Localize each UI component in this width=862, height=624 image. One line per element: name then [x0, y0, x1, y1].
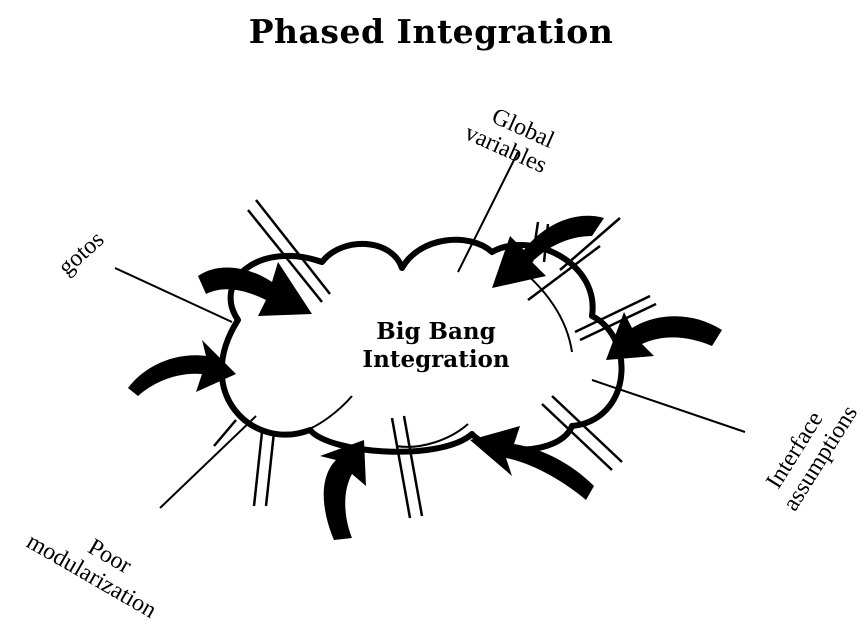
center-label-line2: Integration: [362, 346, 510, 373]
center-label: Big Bang Integration: [296, 318, 576, 374]
pointer-line-gotos: [114, 267, 233, 323]
pointer-line-interface: [591, 379, 746, 433]
big-bang-diagram: [114, 151, 746, 540]
page-title: Phased Integration: [248, 12, 614, 51]
curved-arrows: [128, 215, 722, 540]
cloud-outline: [218, 236, 625, 455]
double-slash-marks: [213, 199, 657, 519]
center-label-line1: Big Bang: [376, 318, 496, 345]
pointer-line-global: [457, 151, 519, 273]
pointer-line-poor: [159, 415, 257, 509]
